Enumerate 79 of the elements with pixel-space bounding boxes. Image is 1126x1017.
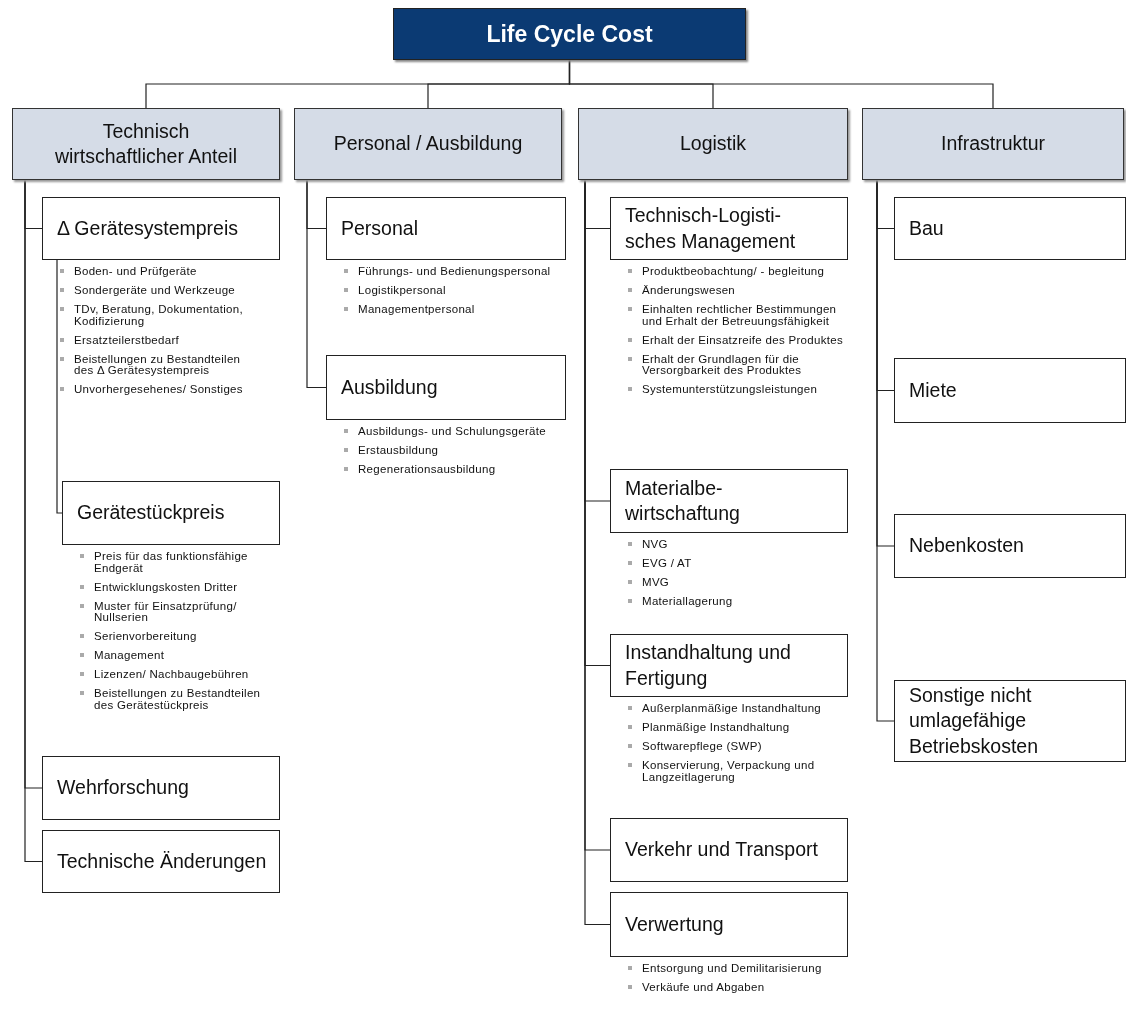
cost-item-box bbox=[894, 197, 1126, 260]
cost-item-box bbox=[62, 481, 280, 545]
bullet-item: Materiallagerung bbox=[626, 596, 826, 608]
bullet-item: Erstausbildung bbox=[342, 445, 552, 457]
bullet-item: Unvorhergesehenes/ Sonstiges bbox=[58, 384, 258, 396]
category-box bbox=[862, 108, 1124, 180]
connector-line bbox=[568, 59, 994, 109]
bullet-item: Entsorgung und Demilitarisierung bbox=[626, 963, 826, 975]
bullet-item: Systemunterstützungsleistungen bbox=[626, 384, 856, 396]
bullet-item: Beistellungen zu Bestandteilen des Δ Gerätesystempreis bbox=[58, 353, 258, 377]
bullet-item: TDv, Beratung, Dokumentation, Kodifizierung bbox=[58, 304, 258, 327]
bullet-item: Planmäßige Instandhaltung bbox=[626, 722, 856, 734]
box-label: Ausbildung bbox=[341, 374, 438, 400]
box-label: Verkehr und Transport bbox=[625, 837, 818, 863]
connector-line bbox=[306, 179, 327, 389]
bullet-item: Ausbildungs- und Schulungsgeräte bbox=[342, 426, 552, 438]
connector-line bbox=[876, 179, 895, 722]
bullet-item: NVG bbox=[626, 539, 826, 551]
cost-item-box bbox=[894, 514, 1126, 578]
bullet-item: Ersatzteilerstbedarf bbox=[58, 334, 258, 346]
box-label: Logistik bbox=[679, 131, 747, 157]
bullet-item: Logistikpersonal bbox=[342, 285, 552, 297]
box-label: Technisch-Logisti- sches Management bbox=[625, 203, 797, 254]
bullet-item: Preis für das funktionsfähige Endgerät bbox=[78, 551, 283, 574]
cost-item-box bbox=[326, 355, 566, 420]
category-box bbox=[578, 108, 848, 180]
bullet-item: Erhalt der Grundlagen für die Versorgbarkeit des Produktes bbox=[626, 353, 856, 377]
box-label: Materialbe- wirtschaftung bbox=[625, 475, 741, 526]
box-label: Δ Gerätesystempreis bbox=[57, 215, 238, 241]
box-label: Technisch wirtschaftlicher Anteil bbox=[53, 118, 239, 169]
bullet-item: MVG bbox=[626, 577, 826, 589]
bullet-item: Erhalt der Einsatzreife des Produktes bbox=[626, 334, 856, 346]
bullet-item: Außerplanmäßige Instandhaltung bbox=[626, 703, 856, 715]
cost-item-box bbox=[42, 197, 280, 260]
cost-item-box bbox=[42, 830, 280, 893]
cost-item-box bbox=[42, 756, 280, 820]
cost-item-box bbox=[610, 892, 848, 957]
box-label: Personal / Ausbildung bbox=[333, 131, 523, 157]
box-label: Gerätestückpreis bbox=[77, 500, 225, 526]
box-label: Technische Änderungen bbox=[57, 848, 267, 874]
bullet-item: Entwicklungskosten Dritter bbox=[78, 581, 283, 593]
bullet-item: Muster für Einsatzprüfung/ Nullserien bbox=[78, 600, 283, 624]
bullet-item: Serienvorbereitung bbox=[78, 631, 283, 643]
bullet-item: Lizenzen/ Nachbaugebühren bbox=[78, 669, 283, 681]
bullet-item: EVG / AT bbox=[626, 558, 826, 570]
category-box bbox=[294, 108, 562, 180]
bullet-item: Konservierung, Verpackung und Langzeitlagerung bbox=[626, 760, 856, 783]
bullet-item: Einhalten rechtlicher Bestimmungen und Erhalt der Betreuungsfähigkeit bbox=[626, 304, 856, 327]
bullet-item: Führungs- und Bedienungspersonal bbox=[342, 266, 552, 278]
box-label: Bau bbox=[909, 215, 944, 241]
box-label: Wehrforschung bbox=[57, 775, 189, 801]
box-label: Sonstige nicht umlagefähige Betriebskosten bbox=[909, 683, 1039, 759]
bullet-item: Managementpersonal bbox=[342, 304, 552, 316]
box-label: Instandhaltung und Fertigung bbox=[625, 640, 792, 691]
box-label: Infrastruktur bbox=[940, 131, 1045, 157]
bullet-item: Produktbeobachtung/ - begleitung bbox=[626, 266, 856, 278]
bullet-item: Regenerationsausbildung bbox=[342, 464, 552, 476]
cost-item-box bbox=[326, 197, 566, 260]
cost-item-box bbox=[610, 634, 848, 697]
box-label: Nebenkosten bbox=[909, 533, 1024, 559]
bullet-item: Boden- und Prüfgeräte bbox=[58, 266, 258, 278]
bullet-item: Management bbox=[78, 650, 283, 662]
box-label: Verwertung bbox=[625, 911, 724, 937]
bullet-item: Sondergeräte und Werkzeuge bbox=[58, 285, 258, 297]
cost-item-box bbox=[610, 469, 848, 533]
title-box bbox=[393, 8, 746, 60]
box-label: Life Cycle Cost bbox=[486, 20, 653, 48]
cost-item-box bbox=[894, 680, 1126, 762]
connector-line bbox=[56, 259, 63, 514]
bullet-item: Beistellungen zu Bestandteilen des Gerätestückpreis bbox=[78, 688, 283, 711]
cost-item-box bbox=[894, 358, 1126, 423]
box-label: Personal bbox=[341, 215, 418, 241]
cost-item-box bbox=[610, 197, 848, 260]
bullet-item: Softwarepflege (SWP) bbox=[626, 741, 856, 753]
box-label: Miete bbox=[909, 377, 957, 403]
bullet-item: Änderungswesen bbox=[626, 285, 856, 297]
category-box bbox=[12, 108, 280, 180]
bullet-item: Verkäufe und Abgaben bbox=[626, 982, 826, 994]
cost-item-box bbox=[610, 818, 848, 882]
